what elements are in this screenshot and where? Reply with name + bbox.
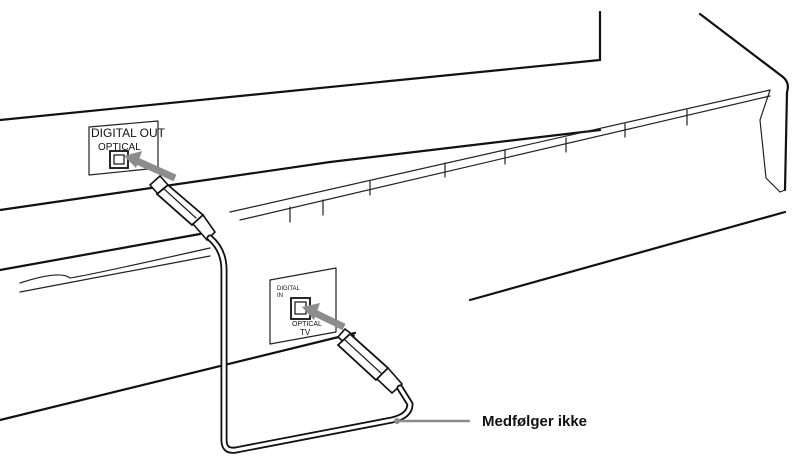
tv-optical-port[interactable] [109,150,129,169]
callout: Medfølger ikke [394,413,587,430]
tv-body [0,10,602,212]
soundbar-panel-label-2: IN [277,293,283,299]
soundbar-panel-label-1: DIGITAL [277,286,301,292]
callout-label: Medfølger ikke [482,413,587,430]
tv-insert-arrow [124,151,177,182]
cable-plug-tv [148,174,217,242]
soundbar-panel-label-4: TV [300,328,311,337]
cable-plug-soundbar [336,327,404,395]
soundbar-body [0,12,789,422]
soundbar-panel-label-3: OPTICAL [292,321,322,328]
optical-cable [206,234,414,454]
soundbar-insert-arrow [302,303,346,331]
tv-panel-header: DIGITAL OUT [91,126,166,140]
soundbar-optical-panel: DIGITAL IN OPTICAL TV [269,267,337,345]
tv-panel-subheader: OPTICAL [98,142,141,153]
